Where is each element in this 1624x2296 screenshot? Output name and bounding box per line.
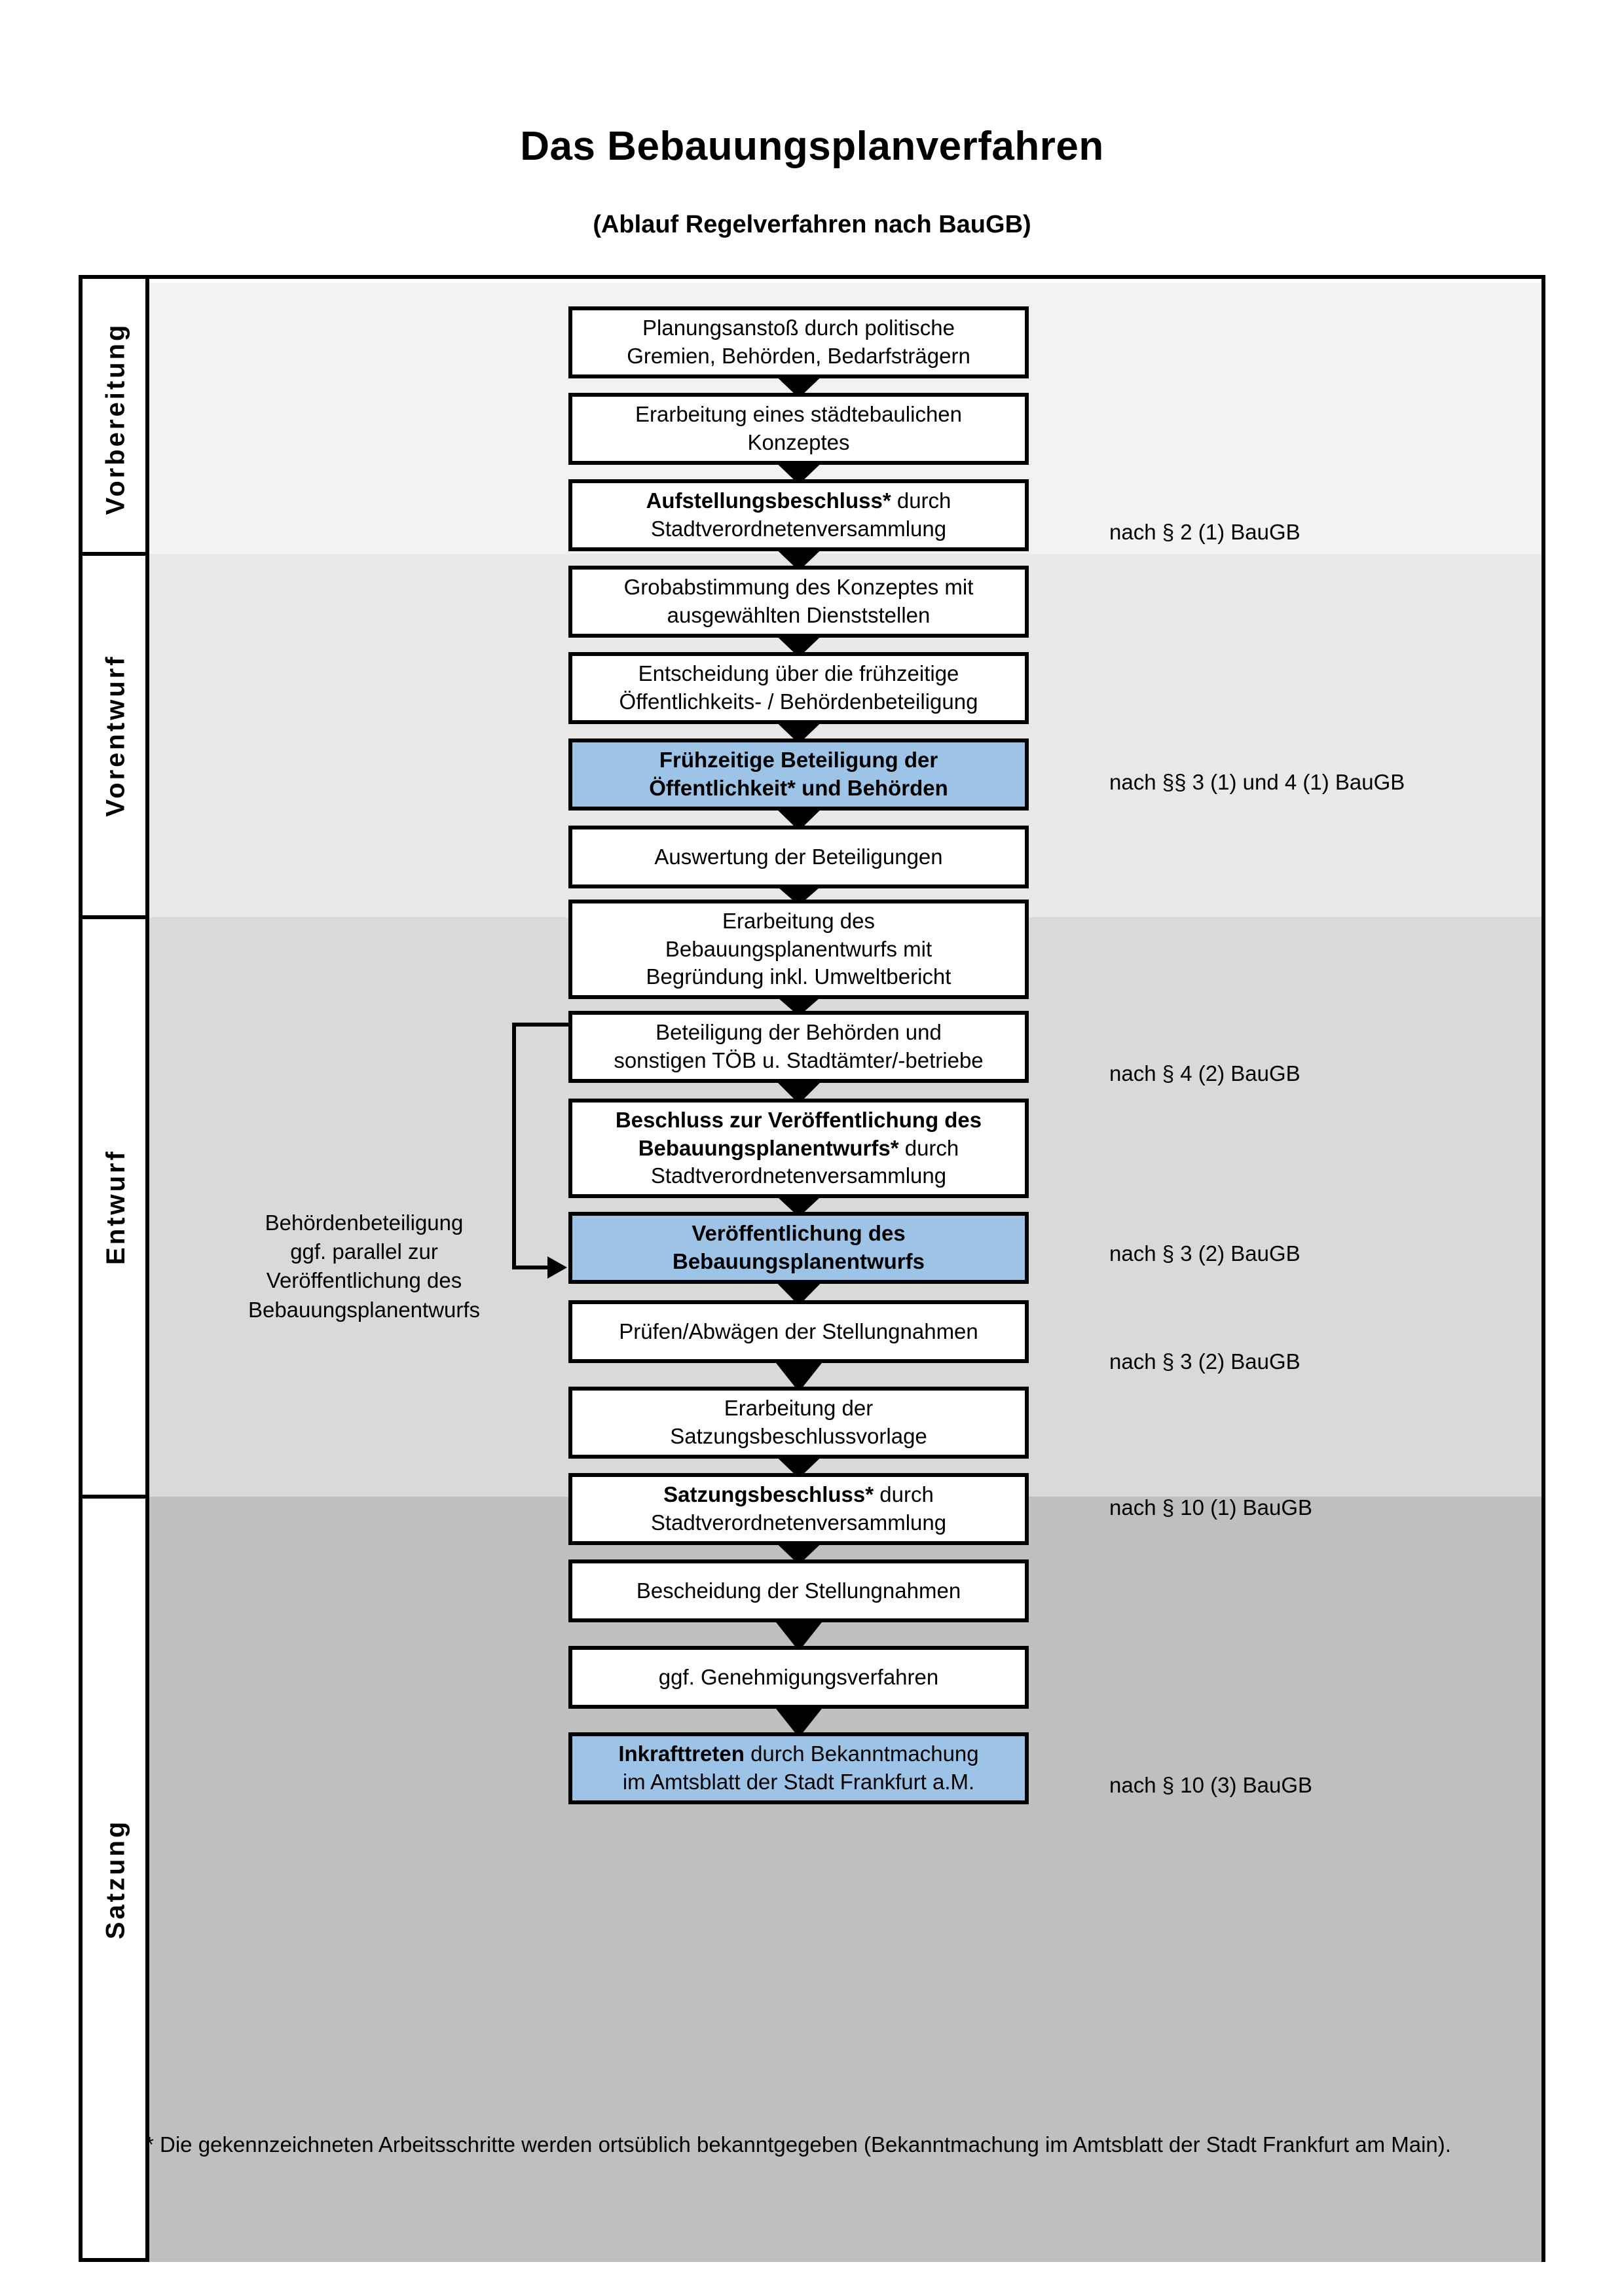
legal-reference-ref-par2: nach § 2 (1) BauGB [1109, 520, 1301, 544]
legal-reference-ref-par3-2-a: nach § 3 (2) BauGB [1109, 1241, 1301, 1266]
phase-label-text: Satzung [101, 1819, 130, 1940]
process-step-text: Bescheidung der Stellungnahmen [636, 1578, 961, 1603]
page-title: Das Bebauungsplanverfahren [520, 124, 1104, 169]
process-step-bescheidung-stellungnahmen[interactable]: Bescheidung der Stellungnahmen [568, 1559, 1029, 1622]
process-step-text: Prüfen/Abwägen der Stellungnahmen [619, 1319, 978, 1343]
phase-divider [83, 1495, 149, 1499]
page-subtitle: (Ablauf Regelverfahren nach BauGB) [593, 211, 1031, 238]
phase-label-vorbereitung: Vorbereitung [83, 283, 149, 554]
connector-top-segment [512, 1023, 568, 1027]
phase-band-satzung [149, 1497, 1541, 2262]
phase-label-text: Vorentwurf [101, 654, 130, 817]
legal-reference-ref-par4-2: nach § 4 (2) BauGB [1109, 1061, 1301, 1085]
phase-divider [83, 915, 149, 919]
connector-arrowhead [547, 1256, 567, 1279]
phase-label-text: Vorbereitung [101, 322, 130, 515]
legal-reference-ref-par3-2-b: nach § 3 (2) BauGB [1109, 1349, 1301, 1374]
connector-vertical-segment [512, 1023, 516, 1269]
process-step-text: ggf. Genehmigungsverfahren [658, 1664, 939, 1689]
process-step-auswertung-beteiligungen[interactable]: Auswertung der Beteiligungen [568, 826, 1029, 888]
connector-bottom-segment [512, 1266, 549, 1269]
phase-label-vorentwurf: Vorentwurf [83, 554, 149, 917]
sidenote-line: ggf. parallel zur [290, 1239, 438, 1264]
process-step-pruefen-abwaegen[interactable]: Prüfen/Abwägen der Stellungnahmen [568, 1300, 1029, 1363]
legal-reference-ref-par10-1: nach § 10 (1) BauGB [1109, 1495, 1313, 1520]
phase-divider [83, 552, 149, 556]
phase-label-entwurf: Entwurf [83, 917, 149, 1497]
process-step-text: Auswertung der Beteiligungen [654, 844, 943, 869]
sidenote-line: Bebauungsplanentwurfs [248, 1297, 481, 1322]
phase-label-text: Entwurf [101, 1149, 130, 1265]
sidenote-line: Behördenbeteiligung [265, 1211, 464, 1235]
footnote: * Die gekennzeichneten Arbeitsschritte w… [145, 2132, 1451, 2157]
legal-reference-ref-par3-1-4-1: nach §§ 3 (1) und 4 (1) BauGB [1109, 770, 1405, 794]
phase-label-satzung: Satzung [83, 1497, 149, 2262]
process-step-genehmigungsverfahren[interactable]: ggf. Genehmigungsverfahren [568, 1646, 1029, 1709]
sidenote-line: Veröffentlichung des [266, 1268, 462, 1293]
legal-reference-ref-par10-3: nach § 10 (3) BauGB [1109, 1773, 1313, 1797]
label-column-divider [145, 279, 149, 2258]
